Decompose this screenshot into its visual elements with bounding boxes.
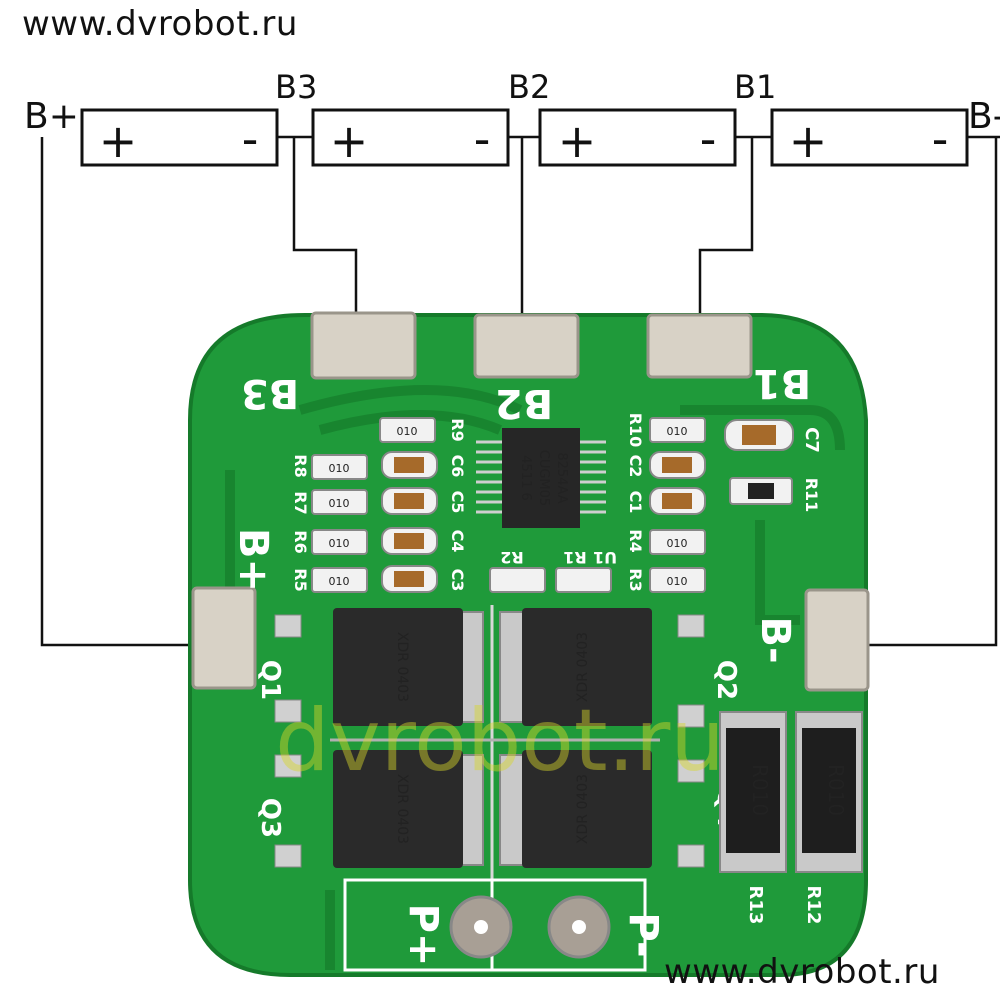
resistor-code: 010 bbox=[329, 537, 350, 550]
mosfet-marking: XDR 0403 bbox=[394, 774, 410, 844]
pad-b3 bbox=[310, 311, 417, 380]
terminal-label-b3: B3 bbox=[275, 68, 317, 106]
pcb-board: B3 B2 B1 B+ B- 8254AA CUGM05 4511 bbox=[188, 311, 870, 977]
mosfet-q2: XDR 0403 bbox=[499, 608, 705, 728]
silk-r11: R11 bbox=[802, 478, 821, 513]
watermark-top: www.dvrobot.ru bbox=[22, 4, 298, 44]
shunt-marking: R010 bbox=[748, 764, 772, 816]
pad-b1 bbox=[646, 313, 753, 379]
resistor-code: 010 bbox=[397, 425, 418, 438]
silk-c5: C5 bbox=[448, 491, 467, 514]
pad-pplus-hole bbox=[474, 920, 488, 934]
cell-minus: - bbox=[932, 112, 949, 166]
silk-pplus: P+ bbox=[400, 904, 446, 967]
terminal-label-b1: B1 bbox=[734, 68, 776, 106]
silk-r4: R4 bbox=[626, 529, 645, 552]
resistor-code: 010 bbox=[667, 425, 688, 438]
silk-r13: R13 bbox=[745, 886, 766, 925]
silk-b3: B3 bbox=[241, 370, 299, 416]
terminal-label-bplus: B+ bbox=[24, 96, 79, 137]
mosfet-q3: XDR 0403 bbox=[274, 750, 484, 868]
pad-bplus bbox=[191, 586, 257, 690]
silk-r1: R1 bbox=[563, 548, 586, 567]
silk-r5: R5 bbox=[291, 568, 310, 591]
silk-c1: C1 bbox=[626, 491, 645, 514]
pad-pminus-hole bbox=[572, 920, 586, 934]
silk-r12: R12 bbox=[803, 886, 824, 925]
right-passives bbox=[489, 417, 794, 593]
silk-q2: Q2 bbox=[711, 660, 741, 700]
watermark-bottom: www.dvrobot.ru bbox=[664, 952, 940, 992]
silk-pminus: P- bbox=[620, 912, 666, 957]
silk-r3: R3 bbox=[626, 568, 645, 591]
resistor-code: 010 bbox=[667, 537, 688, 550]
battery-cell-3: + - bbox=[538, 108, 737, 168]
silk-c3: C3 bbox=[448, 569, 467, 592]
cell-plus: + bbox=[789, 114, 828, 168]
battery-cell-4: + - bbox=[770, 108, 969, 168]
mosfet-marking: XDR 0403 bbox=[575, 632, 591, 702]
wire-bminus bbox=[845, 137, 998, 647]
mosfet-q1: XDR 0403 bbox=[274, 608, 484, 726]
left-passive-codes: 010 010 010 010 010 bbox=[329, 425, 418, 588]
silk-r10: R10 bbox=[626, 413, 645, 448]
watermark-center: dvrobot.ru bbox=[275, 691, 725, 791]
shunt-marking: R010 bbox=[824, 764, 848, 816]
cell-plus: + bbox=[558, 114, 597, 168]
cell-plus: + bbox=[99, 114, 138, 168]
wire-b3 bbox=[292, 137, 358, 335]
ic-text-line1: 8254AA bbox=[554, 452, 569, 503]
silk-r8: R8 bbox=[291, 454, 310, 477]
silk-q3: Q3 bbox=[255, 798, 285, 838]
silk-bminus: B- bbox=[752, 616, 798, 663]
cell-plus: + bbox=[330, 114, 369, 168]
left-passives bbox=[311, 417, 438, 593]
silk-q1: Q1 bbox=[255, 660, 285, 700]
silk-c4: C4 bbox=[448, 530, 467, 553]
right-passive-codes: 010 010 010 bbox=[667, 425, 688, 588]
mosfet-q4: XDR 0403 bbox=[499, 750, 705, 868]
silk-r6: R6 bbox=[291, 530, 310, 553]
terminal-label-b2: B2 bbox=[508, 68, 550, 106]
silk-r9: R9 bbox=[448, 418, 467, 441]
shunt-r13: R010 bbox=[719, 711, 787, 873]
pcb-traces bbox=[225, 385, 845, 970]
silk-r7: R7 bbox=[291, 491, 310, 514]
battery-cell-2: + - bbox=[311, 108, 510, 168]
silk-u1: U1 bbox=[593, 548, 617, 567]
cell-minus: - bbox=[474, 112, 491, 166]
resistor-code: 010 bbox=[667, 575, 688, 588]
mosfet-marking: XDR 0403 bbox=[394, 632, 410, 702]
cell-minus: - bbox=[242, 112, 259, 166]
silk-b1: B1 bbox=[753, 360, 811, 406]
cell-minus: - bbox=[700, 112, 717, 166]
silk-bplus: B+ bbox=[230, 528, 276, 592]
resistor-code: 010 bbox=[329, 575, 350, 588]
battery-cell-1: + - bbox=[80, 108, 279, 168]
resistor-code: 010 bbox=[329, 497, 350, 510]
silk-c6: C6 bbox=[448, 455, 467, 478]
wire-bplus bbox=[40, 137, 205, 647]
pad-bminus bbox=[804, 588, 870, 692]
silk-c2: C2 bbox=[626, 455, 645, 478]
terminal-label-bminus: B- bbox=[968, 96, 1000, 137]
ic-text-line3: 4511 6 bbox=[518, 455, 533, 501]
control-ic-u1: 8254AA CUGM05 4511 6 bbox=[476, 428, 606, 528]
resistor-code: 010 bbox=[329, 462, 350, 475]
mosfet-marking: XDR 0403 bbox=[575, 774, 591, 844]
silk-r2: R2 bbox=[500, 548, 523, 567]
shunt-r12: R010 bbox=[795, 711, 863, 873]
ic-text-line2: CUGM05 bbox=[536, 450, 551, 506]
wire-b1 bbox=[698, 137, 754, 335]
pad-b2 bbox=[473, 313, 580, 379]
silk-b2: B2 bbox=[495, 380, 553, 426]
silk-c7: C7 bbox=[801, 427, 822, 453]
